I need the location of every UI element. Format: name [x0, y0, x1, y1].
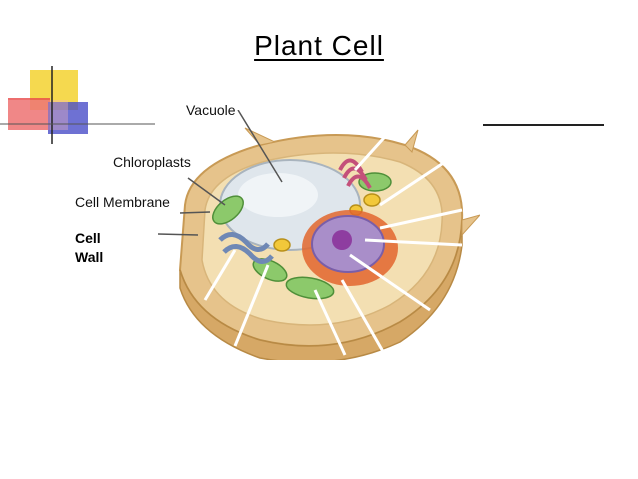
cell-wall-label: Cell Wall [75, 229, 103, 267]
cell-wall-label-line2: Wall [75, 249, 104, 265]
page-title: Plant Cell [254, 30, 384, 61]
cell-membrane-label: Cell Membrane [75, 194, 170, 210]
decorative-squares [0, 66, 155, 144]
plant-cell-illustration [157, 110, 480, 360]
vacuole-label: Vacuole [186, 102, 236, 118]
cell-wall-label-line1: Cell [75, 230, 101, 246]
chloroplasts-label: Chloroplasts [113, 154, 191, 170]
blank-answer-line [483, 124, 604, 126]
